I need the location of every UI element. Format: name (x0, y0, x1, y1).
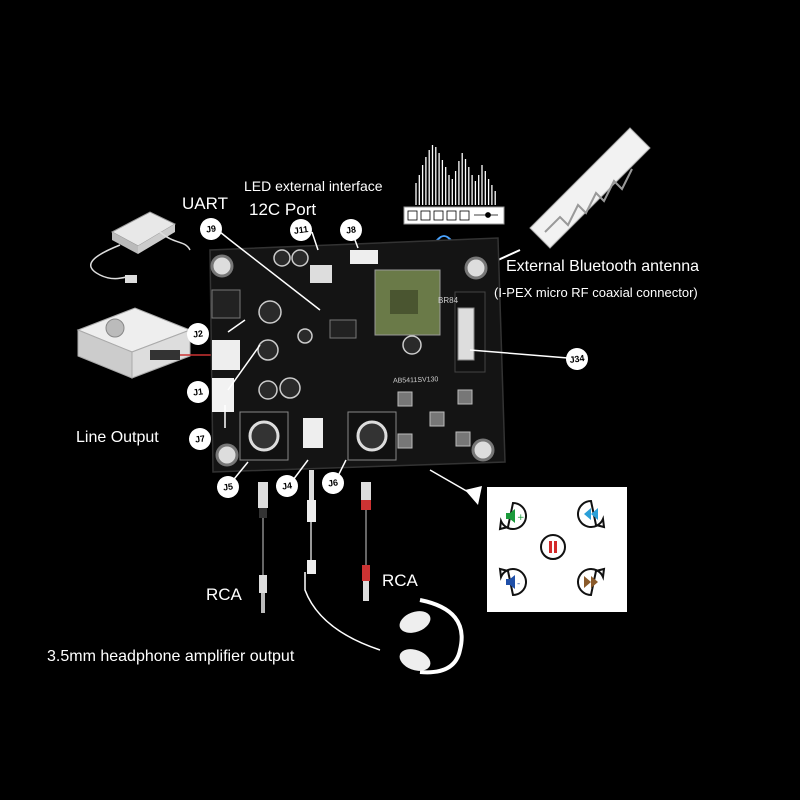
arrow-icon (465, 486, 482, 505)
rca-cable-right-icon (361, 482, 371, 601)
power-supply-icon (76, 307, 212, 379)
module-label: BR84 (438, 296, 459, 305)
i2c-port-label: 12C Port (249, 200, 317, 219)
uart-label: UART (182, 194, 228, 213)
bluetooth-antenna-icon (433, 127, 651, 266)
headphones-icon (399, 598, 464, 675)
pause-icon (538, 532, 568, 562)
rewind-icon (576, 499, 606, 529)
svg-text:+: + (517, 513, 525, 523)
rca-cable-left-icon (258, 482, 268, 613)
volume-up-icon: + (498, 501, 528, 531)
rca-left-label: RCA (206, 585, 242, 604)
volume-down-icon: - (498, 567, 528, 597)
fast-forward-icon (576, 567, 606, 597)
circuit-board (209, 237, 506, 473)
power-adapter-icon (90, 211, 191, 283)
line-output-label: Line Output (76, 429, 159, 446)
led-interface-label: LED external interface (244, 178, 383, 194)
button-legend-card: + - (487, 487, 627, 612)
led-equalizer-icon (403, 145, 505, 225)
leader-lines (219, 231, 569, 651)
antenna-label: External Bluetooth antenna (506, 258, 700, 275)
rca-right-label: RCA (382, 571, 418, 590)
headphone-output-label: 3.5mm headphone amplifier output (47, 648, 295, 665)
antenna-sub-label: (I-PEX micro RF coaxial connector) (494, 285, 698, 300)
svg-text:-: - (517, 579, 520, 589)
audio-cable-icon (307, 470, 316, 574)
